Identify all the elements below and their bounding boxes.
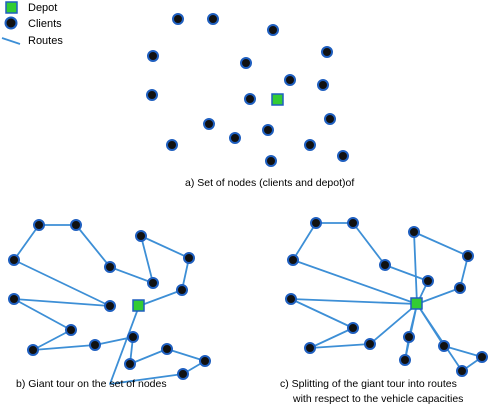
client-node [422, 275, 434, 287]
client-node [285, 293, 297, 305]
client-node [240, 57, 252, 69]
client-node [104, 300, 116, 312]
client-node [127, 331, 139, 343]
client-node [203, 118, 215, 130]
client-node [408, 226, 420, 238]
route-3 [290, 298, 418, 349]
client-node [146, 89, 158, 101]
client-node [104, 261, 116, 273]
client-node [8, 293, 20, 305]
client-node [321, 46, 333, 58]
client-icon [4, 16, 18, 30]
depot-node [410, 297, 423, 310]
client-node [177, 368, 189, 380]
caption-a: a) Set of nodes (clients and depot)of [185, 177, 354, 189]
client-node [229, 132, 241, 144]
client-node [65, 324, 77, 336]
client-node [364, 338, 376, 350]
panel-b-giant-tour [8, 219, 211, 385]
client-node [347, 217, 359, 229]
client-node [207, 13, 219, 25]
caption-c-line2: with respect to the vehicle capacities [292, 393, 463, 405]
legend-clients-label: Clients [28, 18, 62, 30]
client-node [161, 343, 173, 355]
client-node [27, 344, 39, 356]
client-node [183, 252, 195, 264]
route-5 [416, 303, 483, 372]
client-node [379, 259, 391, 271]
client-node [70, 219, 82, 231]
legend: Depot Clients Routes [1, 1, 63, 47]
client-node [287, 254, 299, 266]
route-icon [1, 37, 21, 45]
client-node [337, 150, 349, 162]
panel-c-routes [285, 217, 488, 377]
client-node [267, 24, 279, 36]
client-node [176, 284, 188, 296]
client-node [284, 74, 296, 86]
client-node [304, 342, 316, 354]
client-node [147, 50, 159, 62]
route-2 [292, 222, 429, 305]
legend-routes-label: Routes [28, 35, 63, 47]
client-node [462, 250, 474, 262]
client-node [399, 354, 411, 366]
client-node [438, 340, 450, 352]
client-node [166, 139, 178, 151]
client-node [317, 79, 329, 91]
client-node [8, 254, 20, 266]
client-node [124, 358, 136, 370]
client-node [454, 282, 466, 294]
client-node [147, 277, 159, 289]
client-node [456, 365, 468, 377]
client-node [476, 351, 488, 363]
client-node [403, 331, 415, 343]
client-node [304, 139, 316, 151]
client-node [172, 13, 184, 25]
client-node [347, 322, 359, 334]
caption-c-line1: c) Splitting of the giant tour into rout… [280, 378, 457, 390]
client-node [265, 155, 277, 167]
client-node [135, 230, 147, 242]
depot-icon [5, 1, 18, 14]
client-node [324, 113, 336, 125]
client-node [310, 217, 322, 229]
panel-a-nodes [146, 13, 349, 167]
client-node [199, 355, 211, 367]
client-node [33, 219, 45, 231]
depot-node [132, 299, 145, 312]
caption-b: b) Giant tour on the set of nodes [16, 378, 167, 390]
client-node [89, 339, 101, 351]
depot-node [271, 93, 284, 106]
client-node [244, 93, 256, 105]
client-node [262, 124, 274, 136]
legend-depot-label: Depot [28, 2, 57, 14]
